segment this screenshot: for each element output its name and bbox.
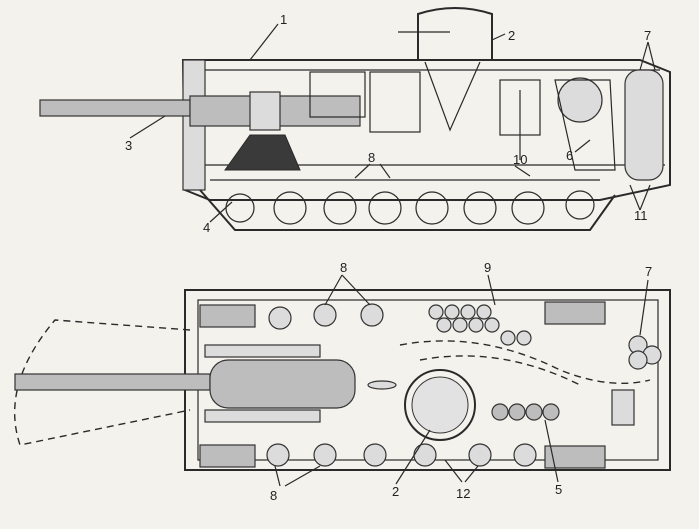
gun-trunnion — [249, 91, 281, 131]
flow-line-1 — [399, 340, 651, 384]
plan-leader-lines — [274, 274, 649, 487]
recoil-cylinder-upper — [204, 344, 321, 358]
label-4: 4 — [203, 220, 210, 235]
flow-line-2 — [419, 355, 581, 386]
label-8-side: 8 — [368, 150, 375, 165]
fuel-drums — [491, 403, 560, 421]
gun-mount-cone — [224, 134, 301, 171]
label-10: 10 — [513, 152, 527, 167]
label-8-plan-bottom: 8 — [270, 488, 277, 503]
label-2-plan: 2 — [392, 484, 399, 499]
label-7-side: 7 — [644, 28, 651, 43]
label-8-plan-top: 8 — [340, 260, 347, 275]
turntable-outer — [404, 369, 476, 441]
label-3: 3 — [125, 138, 132, 153]
plan-view: 8 9 7 8 2 12 5 — [13, 260, 671, 503]
label-9: 9 — [484, 260, 491, 275]
label-1: 1 — [280, 12, 287, 27]
label-11: 11 — [634, 208, 648, 223]
gun-barrel-side — [39, 99, 191, 117]
label-7-plan: 7 — [645, 264, 652, 279]
interior-racks — [309, 71, 541, 160]
hull-outline — [181, 59, 671, 201]
engine-block-upper — [544, 301, 606, 325]
gun-breech-plan — [209, 359, 356, 409]
rear-fuel-tanks — [628, 335, 662, 370]
loader-frame — [424, 61, 481, 132]
label-12: 12 — [456, 486, 470, 501]
label-2: 2 — [508, 28, 515, 43]
crew-seats-top — [268, 303, 384, 330]
side-leader-lines — [129, 23, 656, 223]
road-wheels — [225, 190, 595, 225]
crew-seats-bottom — [266, 443, 537, 467]
commander-hatch — [417, 7, 493, 60]
label-6: 6 — [566, 148, 573, 163]
engine-block-lower — [544, 445, 606, 469]
shell — [367, 380, 397, 390]
ammo-stack — [428, 304, 532, 346]
turntable-inner — [411, 376, 469, 434]
gun-barrel-plan — [14, 373, 211, 391]
engine-flywheel — [557, 77, 603, 123]
track-drive-lower — [199, 444, 256, 468]
track-drive-upper — [199, 304, 256, 328]
side-elevation-view: 1 2 3 4 8 10 6 7 11 — [39, 7, 671, 235]
fuel-tank-side — [624, 69, 664, 181]
track-lower-run — [199, 189, 616, 231]
rear-radiator — [611, 389, 635, 426]
label-5: 5 — [555, 482, 562, 497]
engine-block — [554, 79, 616, 171]
recoil-cylinder-lower — [204, 409, 321, 423]
